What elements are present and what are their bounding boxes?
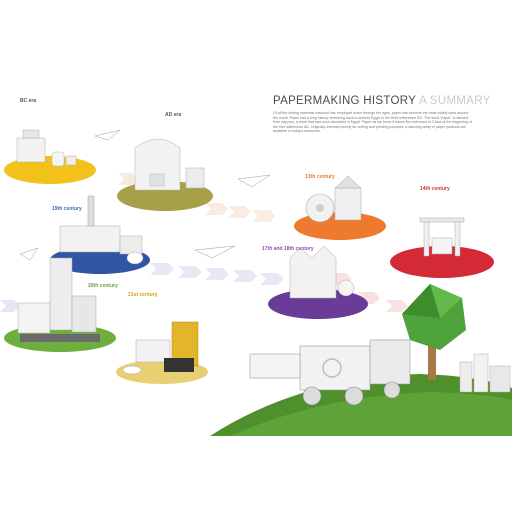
- tree-illustration: [402, 284, 466, 380]
- nineteenth-century-scene: [50, 195, 150, 274]
- twentieth-century-scene: [4, 257, 116, 352]
- era-label-20th-century: 20th century: [88, 283, 118, 289]
- era-label-19th-century: 19th century: [52, 206, 82, 212]
- seventeenth-eighteenth-century-scene: [268, 245, 368, 319]
- era-label-13th-century: 13th century: [305, 174, 335, 180]
- era-label-bc: BC era: [20, 98, 37, 104]
- recycling-truck: [249, 339, 411, 406]
- poster-title-sub: A SUMMARY: [419, 95, 491, 107]
- twenty-first-century-scene: [116, 321, 208, 384]
- thirteenth-century-scene: [294, 175, 386, 240]
- paper-plane-icon: [19, 129, 271, 261]
- era-label-17th-18th-century: 17th and 18th century: [262, 246, 314, 252]
- city-skyline: [459, 353, 511, 393]
- ad-era-scene: [117, 138, 213, 211]
- bc-era-scene: [4, 129, 96, 184]
- poster-title-main: PAPERMAKING HISTORY: [273, 95, 417, 107]
- era-label-14th-century: 14th century: [420, 186, 450, 192]
- era-label-ad: AD era: [165, 112, 182, 118]
- hill-landscape: [210, 374, 512, 436]
- poster-illustration: [0, 129, 512, 436]
- era-label-21st-century: 21st century: [128, 292, 158, 298]
- timeline-path: [0, 173, 408, 312]
- fourteenth-century-scene: [390, 217, 494, 278]
- poster-intro-text: Of all the writing materials mankind has…: [273, 111, 472, 134]
